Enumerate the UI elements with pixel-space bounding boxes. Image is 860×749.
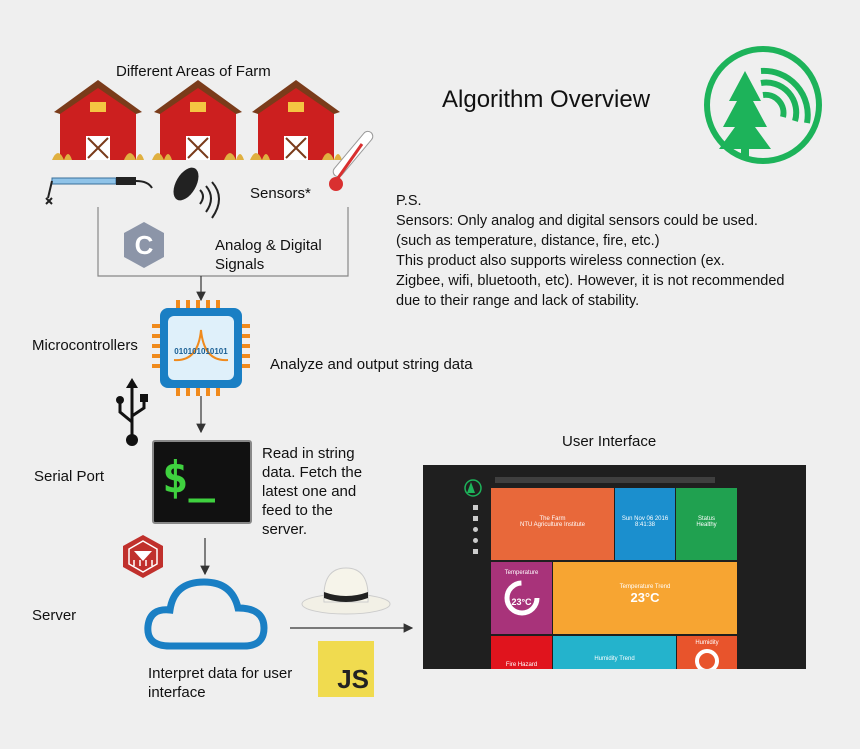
trend-value: 23°C — [630, 590, 660, 605]
user-interface-label: User Interface — [562, 433, 657, 450]
status-title: Status — [697, 516, 715, 522]
wireless-sensor-icon — [173, 167, 220, 219]
temperature-title: Temperature — [504, 570, 539, 576]
temperature-gauge — [504, 580, 539, 616]
svg-text:C: C — [135, 230, 154, 260]
tree-signal-logo-icon — [704, 46, 822, 164]
microcontrollers-label: Microcontrollers — [32, 337, 138, 354]
serial-description: Read in string data. Fetch the latest on… — [262, 445, 363, 538]
date-tile: Sun Nov 06 2016 8:41:38 — [615, 488, 675, 560]
status-tile: Status Healthy — [676, 488, 737, 560]
analyze-label: Analyze and output string data — [270, 356, 473, 373]
time-text: 8:41:38 — [634, 522, 656, 528]
humidity-gauge — [695, 649, 719, 669]
ps-line: This product also supports wireless conn… — [396, 253, 725, 269]
server-label: Server — [32, 607, 77, 624]
farm-tile: The Farm NTU Agriculture Institute — [491, 488, 614, 560]
trend-title: Temperature Trend — [619, 584, 671, 590]
humidity-tile: Humidity — [677, 636, 737, 669]
sensor-bracket — [97, 207, 349, 277]
ps-line: due to their range and lack of stability… — [396, 293, 640, 309]
barn-icon — [52, 80, 144, 160]
serial-port-label: Serial Port — [34, 468, 105, 485]
farm-label: Different Areas of Farm — [116, 63, 271, 80]
farm-tile-sub: NTU Agriculture Institute — [519, 522, 586, 528]
dashboard-logo-icon — [464, 479, 482, 497]
ps-line: Sensors: Only analog and digital sensors… — [396, 213, 758, 229]
ps-line: (such as temperature, distance, fire, et… — [396, 233, 660, 249]
ps-line: Zigbee, wifi, bluetooth, etc). However, … — [396, 273, 785, 289]
microchip-icon: 010101010101 — [152, 300, 250, 396]
dashboard-sidebar — [473, 505, 478, 557]
page-title: Algorithm Overview — [442, 86, 651, 113]
sensors-label: Sensors* — [250, 185, 311, 202]
terminal-icon: $_ — [152, 440, 252, 524]
barn-icon — [250, 80, 342, 160]
temperature-trend-tile: Temperature Trend 23°C — [553, 562, 737, 634]
svg-text:010101010101: 010101010101 — [174, 347, 228, 356]
javascript-logo-icon: JS — [318, 641, 374, 697]
terminal-prompt: $_ — [162, 452, 215, 503]
humidity-trend-tile: Humidity Trend — [553, 636, 676, 669]
dashboard-screenshot: The Farm NTU Agriculture Institute Sun N… — [423, 465, 806, 669]
fire-title: Fire Hazard — [505, 662, 538, 668]
humidity-trend-title: Humidity Trend — [594, 656, 635, 662]
interpret-label: Interpret data for user interface — [148, 665, 293, 701]
fire-hazard-tile: Fire Hazard — [491, 636, 552, 669]
barn-icon — [152, 80, 244, 160]
usb-icon — [116, 378, 148, 446]
js-text: JS — [337, 664, 369, 694]
ps-line: P.S. — [396, 193, 422, 209]
date-text: Sun Nov 06 2016 — [621, 516, 669, 522]
status-value: Healthy — [696, 522, 717, 528]
thermometer-icon — [329, 130, 374, 191]
node-red-logo-icon — [123, 535, 163, 578]
farm-tile-title: The Farm — [539, 516, 566, 522]
hat-icon — [301, 567, 391, 615]
probe-sensor-icon — [45, 177, 153, 205]
humidity-title: Humidity — [695, 640, 719, 646]
cloud-icon — [144, 578, 268, 650]
signals-label: Analog & Digital Signals — [215, 237, 322, 273]
temperature-value: 23°C — [511, 597, 532, 607]
temperature-tile: Temperature 23°C — [491, 562, 552, 634]
barns — [52, 80, 342, 160]
dashboard-nav-bar — [495, 477, 715, 483]
c-language-icon: C — [124, 222, 164, 268]
ps-notes: P.S. Sensors: Only analog and digital se… — [396, 191, 846, 311]
